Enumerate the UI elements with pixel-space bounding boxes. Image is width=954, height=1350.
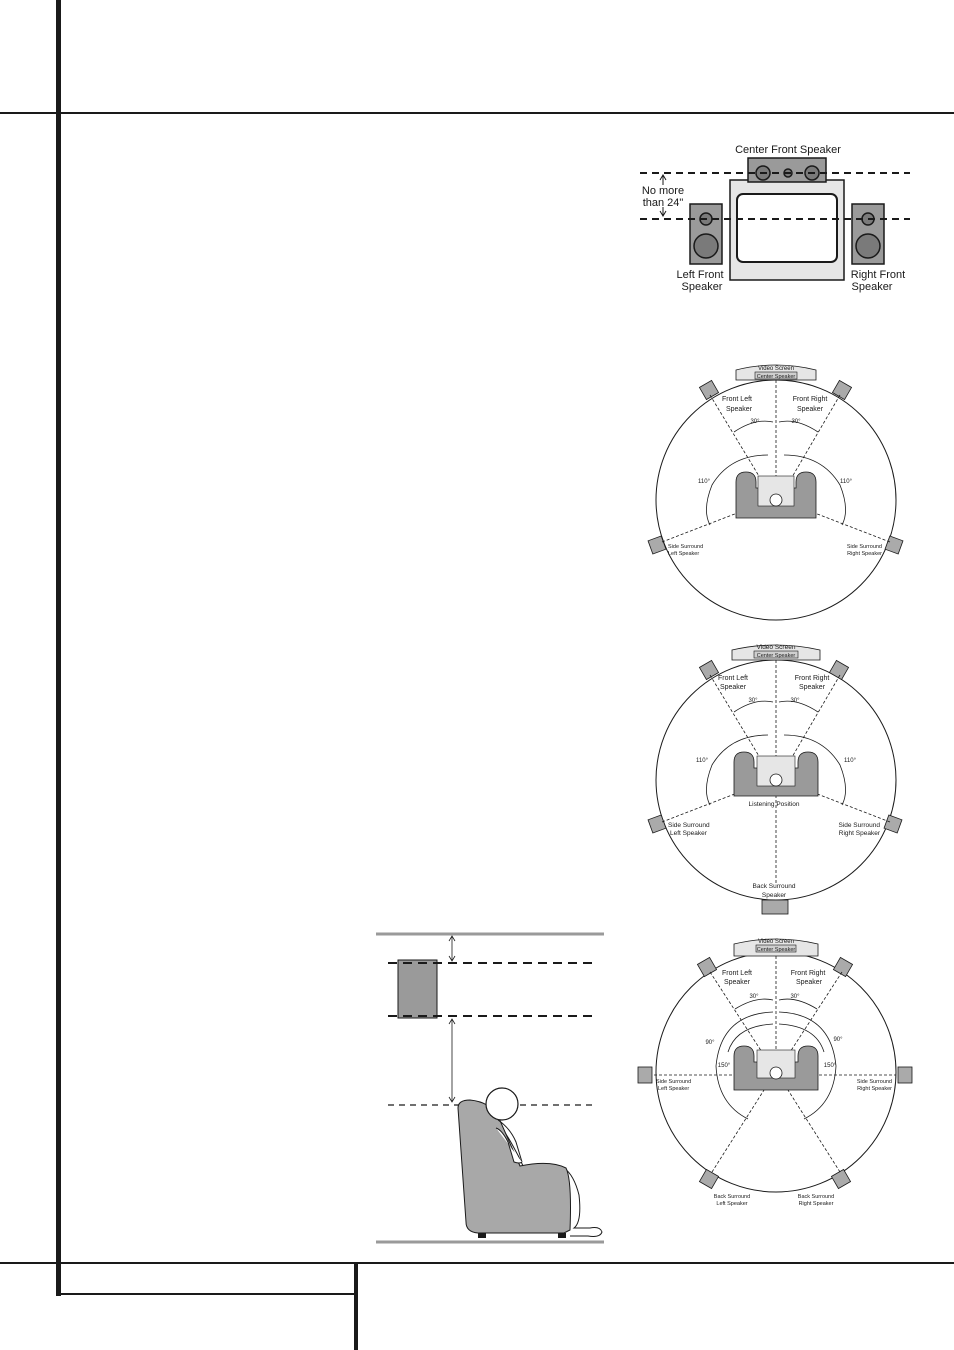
angle-150-right: 150° (824, 1063, 837, 1069)
back-left-speaker (698, 1168, 720, 1190)
header-rule (0, 112, 954, 114)
listener-head (485, 1087, 519, 1121)
footer-divider-rule (354, 1262, 358, 1350)
side-left-label-2: Left Speaker (668, 551, 699, 557)
front-right-label-2: Speaker (797, 406, 824, 413)
side-right-speaker (884, 535, 904, 555)
height-limit-label: No more (642, 185, 684, 197)
angle-110-left: 110° (696, 758, 709, 764)
front-right-label: Front Right (793, 396, 828, 403)
back-right-label: Back Surround (798, 1194, 834, 1200)
front-right-speaker (832, 956, 854, 978)
left-speaker-label: Left Front (676, 269, 723, 281)
listening-position-label: Listening Position (749, 801, 800, 808)
front-left-speaker (698, 659, 720, 681)
angle-30-left: 30° (748, 698, 758, 704)
center-speaker (754, 371, 798, 380)
front-left-label: Front Left (718, 675, 748, 682)
right-speaker-label-2: Speaker (852, 281, 893, 293)
angle-90-right: 90° (833, 1037, 843, 1043)
tv-screen (736, 193, 838, 263)
side-right-label-2: Right Speaker (857, 1086, 892, 1092)
front-right-speaker (831, 379, 853, 401)
back-surround-speaker (761, 899, 789, 915)
front-right-label-2: Speaker (799, 684, 826, 691)
front-right-speaker (828, 659, 850, 681)
center-speaker-label: Center Front Speaker (735, 144, 841, 156)
wall-speaker (397, 959, 438, 1019)
side-right-label: Side Surround (847, 544, 882, 550)
angle-90-left: 90° (705, 1040, 715, 1046)
side-right-speaker (883, 814, 903, 834)
back-right-speaker (830, 1168, 852, 1190)
left-speaker-label-2: Speaker (682, 281, 723, 293)
side-left-label-2: Left Speaker (658, 1086, 689, 1092)
center-speaker (753, 650, 799, 659)
front-left-label: Front Left (722, 396, 752, 403)
side-left-label: Side Surround (668, 822, 710, 829)
front-speaker-height-figure: Center Front Speaker No more than 24" Le… (640, 144, 910, 293)
angle-110-left: 110° (698, 479, 711, 485)
angle-30-left: 30° (749, 994, 759, 1000)
center-speaker-label: Center Speaker (757, 947, 796, 953)
back-right-label-2: Right Speaker (799, 1201, 834, 1207)
front-left-speaker (698, 379, 720, 401)
front-right-label-2: Speaker (796, 979, 823, 986)
left-margin-rule (56, 0, 61, 1296)
back-surround-label-2: Speaker (762, 892, 787, 899)
speaker-layout-7-1-figure: Video Screen Center Speaker Front Left S… (637, 938, 913, 1207)
side-right-label-2: Right Speaker (847, 551, 882, 557)
angle-30-right: 30° (791, 419, 801, 425)
video-screen-label: Video Screen (758, 939, 794, 945)
back-left-label-2: Left Speaker (716, 1201, 747, 1207)
back-surround-label: Back Surround (753, 883, 796, 890)
angle-30-right: 30° (790, 994, 800, 1000)
video-screen-label: Video Screen (757, 644, 796, 651)
side-right-label: Side Surround (838, 822, 880, 829)
side-left-speaker (637, 1066, 653, 1084)
front-left-label-2: Speaker (726, 406, 753, 413)
side-right-label: Side Surround (857, 1079, 892, 1085)
footer-rule (0, 1262, 954, 1264)
armchair (457, 1099, 571, 1234)
angle-150-left: 150° (718, 1063, 731, 1069)
front-right-label: Front Right (795, 675, 830, 682)
side-left-label-2: Left Speaker (670, 830, 708, 837)
front-right-label: Front Right (791, 970, 826, 977)
front-left-label-2: Speaker (724, 979, 751, 986)
surround-height-figure (376, 932, 604, 1244)
front-left-speaker (696, 956, 718, 978)
center-speaker-label: Center Speaker (757, 374, 796, 380)
center-speaker (755, 944, 797, 953)
right-speaker-label: Right Front (851, 269, 905, 281)
back-left-label: Back Surround (714, 1194, 750, 1200)
height-limit-label-2: than 24" (643, 197, 684, 209)
center-speaker-label: Center Speaker (757, 653, 796, 659)
side-left-label: Side Surround (656, 1079, 691, 1085)
side-right-speaker (897, 1066, 913, 1084)
angle-110-right: 110° (840, 479, 853, 485)
side-left-speaker (647, 535, 667, 555)
front-left-label-2: Speaker (720, 684, 747, 691)
side-left-label: Side Surround (668, 544, 703, 550)
angle-110-right: 110° (844, 758, 857, 764)
speaker-layout-6-1-figure: Video Screen Center Speaker Front Left S… (647, 644, 903, 915)
side-left-speaker (647, 814, 667, 834)
video-screen-label: Video Screen (758, 366, 794, 372)
speaker-layout-5-1-figure: Video Screen Center Speaker Front Left S… (647, 364, 904, 621)
front-left-label: Front Left (722, 970, 752, 977)
angle-30-right: 30° (790, 698, 800, 704)
footer-box-bottom-rule (56, 1293, 354, 1295)
side-right-label-2: Right Speaker (839, 830, 881, 837)
angle-30-left: 30° (750, 419, 760, 425)
